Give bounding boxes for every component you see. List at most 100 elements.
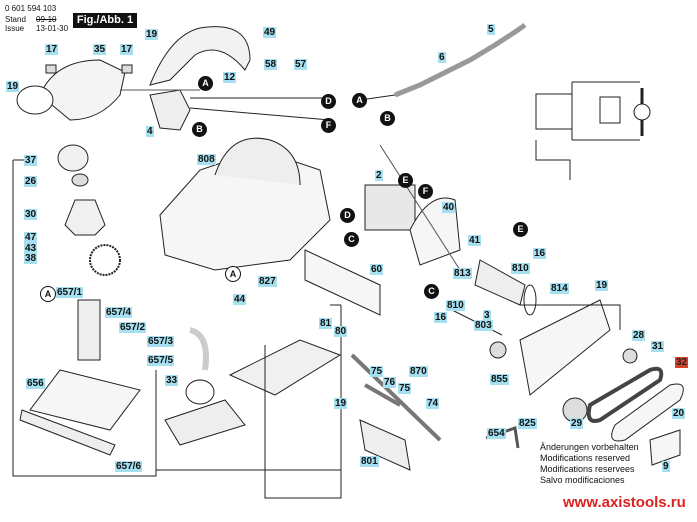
- belt-cover-part: [611, 383, 684, 442]
- blade-shaft-part: [359, 419, 411, 471]
- drive-belt-part: [586, 366, 664, 423]
- part-label: 35: [93, 44, 107, 55]
- part-label: 808: [197, 154, 216, 165]
- part-label: 47: [24, 232, 38, 243]
- connector-a-marker: A: [198, 76, 213, 91]
- connector-d-marker: D: [340, 208, 355, 223]
- soleplate-part: [228, 339, 342, 396]
- part-label: 16: [434, 312, 448, 323]
- watermark-link[interactable]: www.axistools.ru: [563, 494, 686, 511]
- part-label: 813: [453, 268, 472, 279]
- part-label: 825: [518, 418, 537, 429]
- part-label: 870: [409, 366, 428, 377]
- note-line: Salvo modificaciones: [540, 475, 625, 485]
- part-label: 30: [24, 209, 38, 220]
- part-label: 16: [533, 248, 547, 259]
- part-label: 810: [446, 300, 465, 311]
- part-label: 801: [360, 456, 379, 467]
- part-label: 17: [120, 44, 134, 55]
- connector-b-marker: B: [380, 111, 395, 126]
- part-label: 4: [146, 126, 154, 137]
- part-label: 657/6: [115, 461, 143, 472]
- revision-notes: Änderungen vorbehalten Modifications res…: [540, 442, 639, 486]
- issue-value: 13-01-30: [36, 24, 69, 33]
- part-label: 2: [375, 170, 383, 181]
- part-label: 654: [487, 428, 506, 439]
- tube-part: [304, 249, 381, 316]
- part-label: 657/4: [105, 307, 133, 318]
- part-label: 60: [370, 264, 384, 275]
- power-cord-part: [394, 22, 527, 98]
- part-label: 657/1: [56, 287, 84, 298]
- connector-f-marker: F: [418, 184, 433, 199]
- field-coil-part: [364, 184, 416, 231]
- depth-knob-part: [57, 144, 89, 172]
- part-label-highlighted: 32: [675, 357, 689, 368]
- part-label: 74: [426, 398, 440, 409]
- part-label: 803: [474, 320, 493, 331]
- part-label: 657/5: [147, 355, 175, 366]
- part-label: 855: [490, 374, 509, 385]
- part-label: 814: [550, 283, 569, 294]
- part-label: 19: [595, 280, 609, 291]
- part-label: 6: [438, 52, 446, 63]
- part-label: 19: [145, 29, 159, 40]
- part-label: 28: [632, 330, 646, 341]
- connector-c-marker: C: [424, 284, 439, 299]
- part-label: 49: [263, 27, 277, 38]
- part-label: 9: [662, 461, 670, 472]
- part-label: 17: [45, 44, 59, 55]
- part-label: 19: [6, 81, 20, 92]
- connector-f-marker: F: [321, 118, 336, 133]
- part-label: 80: [334, 326, 348, 337]
- gear-housing-part: [519, 299, 611, 396]
- part-label: 38: [24, 253, 38, 264]
- part-label: 33: [165, 375, 179, 386]
- issue-label: Issue: [5, 24, 25, 33]
- connector-a-marker: A: [40, 286, 56, 302]
- connector-a-marker: A: [352, 93, 367, 108]
- connector-e-marker: E: [513, 222, 528, 237]
- part-label: 810: [511, 263, 530, 274]
- part-number: 0 601 594 103: [5, 4, 57, 13]
- switch-part: [149, 89, 191, 131]
- connector-b-marker: B: [192, 122, 207, 137]
- connector-d-marker: D: [321, 94, 336, 109]
- connector-a-marker: A: [225, 266, 241, 282]
- part-label: 657/3: [147, 336, 175, 347]
- part-label: 44: [233, 294, 247, 305]
- wiring-schematic: [535, 81, 651, 180]
- connector-c-marker: C: [344, 232, 359, 247]
- part-label: 57: [294, 59, 308, 70]
- part-label: 656: [26, 378, 45, 389]
- part-label: 657/2: [119, 322, 147, 333]
- part-label: 31: [651, 341, 665, 352]
- part-label: 5: [487, 24, 495, 35]
- connector-e-marker: E: [398, 173, 413, 188]
- part-label: 26: [24, 176, 38, 187]
- note-line: Modifications reservees: [540, 464, 635, 474]
- part-label: 12: [223, 72, 237, 83]
- part-label: 81: [319, 318, 333, 329]
- part-label: 19: [334, 398, 348, 409]
- note-line: Änderungen vorbehalten: [540, 442, 639, 452]
- part-label: 75: [398, 383, 412, 394]
- part-label: 37: [24, 155, 38, 166]
- part-label: 76: [383, 377, 397, 388]
- blade-cover-part: [16, 59, 133, 121]
- part-label: 29: [570, 418, 584, 429]
- part-label: 43: [24, 243, 38, 254]
- part-label: 41: [468, 235, 482, 246]
- part-label: 58: [264, 59, 278, 70]
- part-label: 20: [672, 408, 686, 419]
- part-label: 75: [370, 366, 384, 377]
- part-label: 3: [483, 310, 491, 321]
- parallel-guide-box: [12, 159, 157, 477]
- handle-cover-part: [149, 26, 251, 86]
- figure-label: Fig./Abb. 1: [73, 13, 137, 28]
- part-label: 827: [258, 276, 277, 287]
- note-line: Modifications reserved: [540, 453, 631, 463]
- part-label: 40: [442, 202, 456, 213]
